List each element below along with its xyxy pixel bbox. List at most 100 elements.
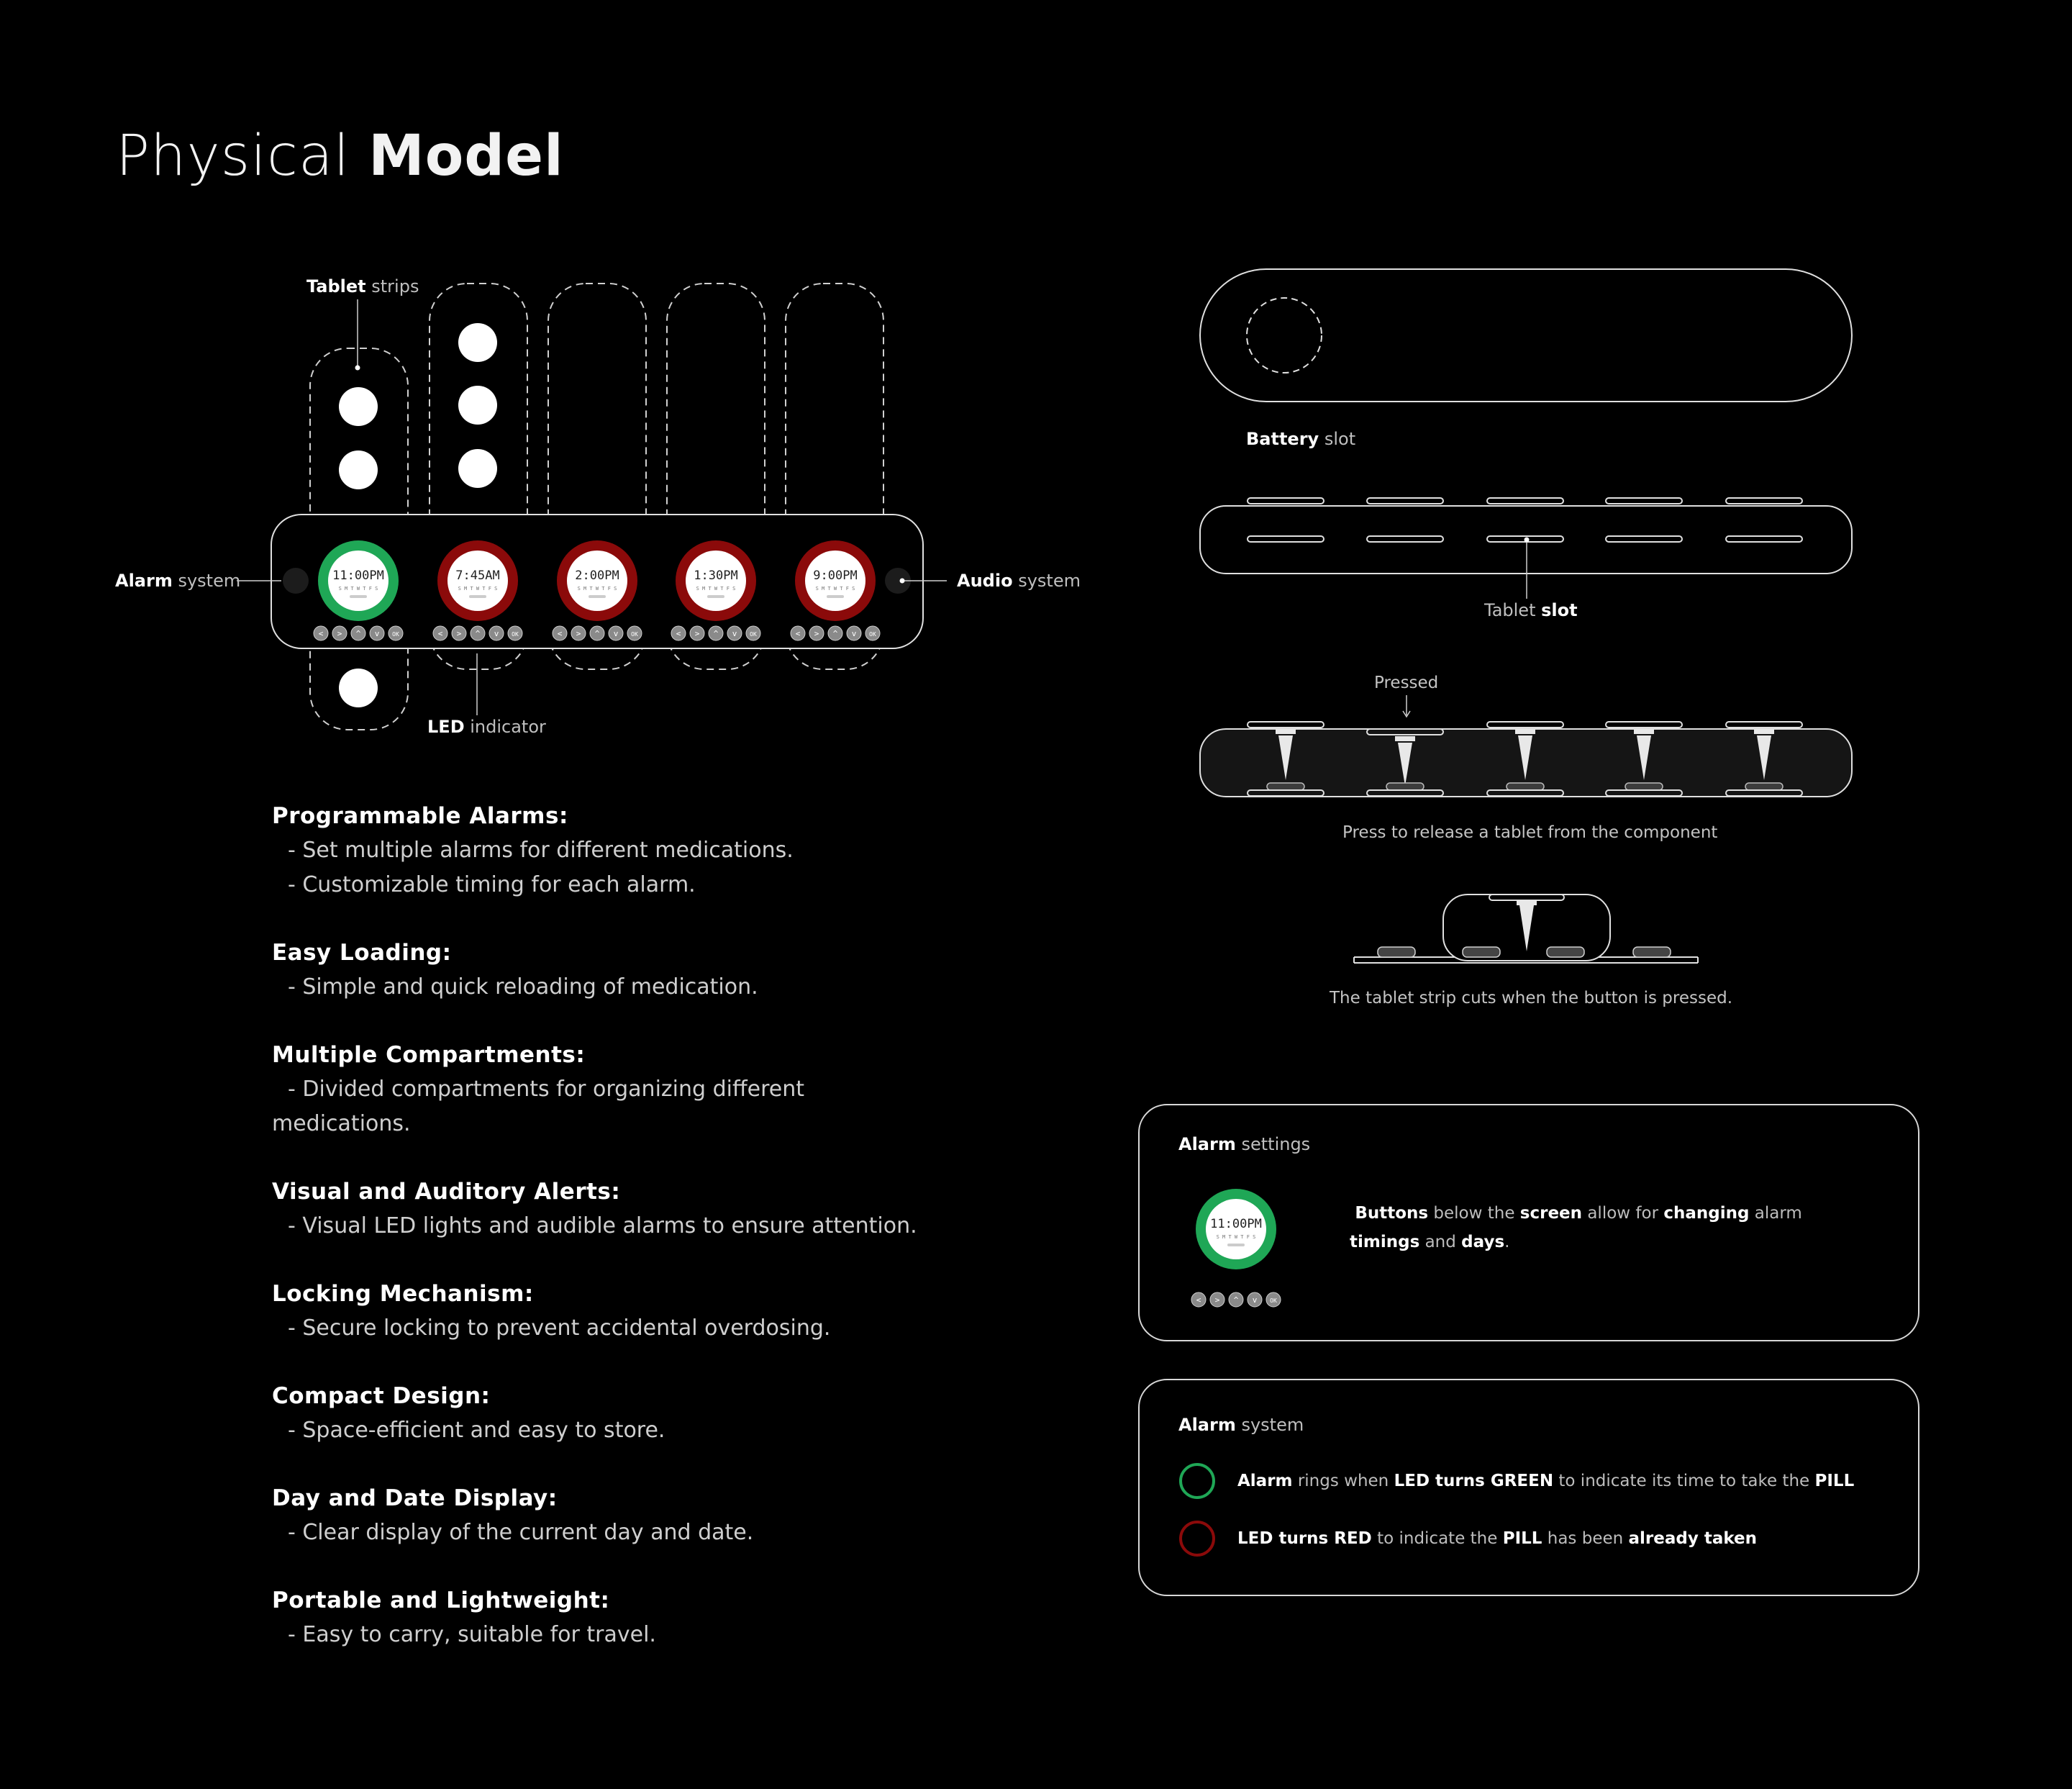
callout-lines	[237, 299, 947, 715]
tablet-strip-4	[666, 283, 765, 670]
clock-button[interactable]	[727, 625, 742, 641]
clock-button[interactable]	[432, 625, 448, 641]
clock-button[interactable]	[332, 625, 347, 641]
battery-slot-label: Battery slot	[1246, 429, 1356, 449]
clock-button[interactable]	[350, 625, 366, 641]
red-led-description: LED turns RED to indicate the PILL has b…	[1237, 1529, 1758, 1548]
feature-item: Day and Date Display:- Clear display of …	[272, 1481, 963, 1550]
clock-button-label: ^	[833, 629, 838, 638]
clock-button[interactable]	[1191, 1292, 1207, 1308]
clock-face	[805, 551, 865, 611]
clock-button[interactable]	[1228, 1292, 1244, 1308]
clock-button-label: OK	[1270, 1297, 1277, 1304]
tablet-slot-housing	[1199, 505, 1853, 574]
clock-button-label: >	[695, 629, 700, 638]
feature-description: - Divided compartments for organizing di…	[288, 1077, 804, 1102]
slot-top	[1366, 497, 1444, 504]
clock-time: 1:30PM	[694, 569, 737, 583]
feature-description: medications.	[272, 1111, 411, 1136]
clock-button[interactable]	[846, 625, 862, 641]
clock-button-label: >	[457, 629, 462, 638]
clock-button[interactable]	[827, 625, 843, 641]
clock-button-label: ^	[1234, 1295, 1239, 1305]
clock-days: S M T W T F S	[696, 586, 736, 592]
feature-heading: Compact Design:	[272, 1383, 491, 1409]
slot-top	[1247, 497, 1324, 504]
feature-description: - Space-efficient and easy to store.	[288, 1418, 665, 1443]
green-led-description: Alarm rings when LED turns GREEN to indi…	[1237, 1472, 1855, 1490]
clock-button[interactable]	[388, 625, 404, 641]
clock-button[interactable]	[470, 625, 486, 641]
clock-button[interactable]	[745, 625, 761, 641]
clock-button-label: v	[614, 629, 619, 638]
feature-description: - Simple and quick reloading of medicati…	[288, 974, 758, 1000]
alarm-settings-title: Alarm settings	[1178, 1134, 1311, 1154]
audio-system-label: Audio system	[957, 571, 1081, 591]
battery-housing	[1199, 268, 1853, 402]
clock-time: 11:00PM	[1210, 1217, 1262, 1231]
clock-button[interactable]	[1266, 1292, 1281, 1308]
slot-top	[1605, 497, 1683, 504]
clock-button[interactable]	[1247, 1292, 1263, 1308]
clock-button[interactable]	[790, 625, 806, 641]
led-indicator-label: LED indicator	[427, 717, 546, 737]
tablet	[339, 387, 378, 426]
clock-days: S M T W T F S	[1217, 1234, 1256, 1240]
tablet	[458, 386, 497, 425]
clock-button[interactable]	[865, 625, 881, 641]
press-mechanism	[1725, 721, 1803, 797]
clock-button-label: v	[375, 629, 380, 638]
clock-time: 9:00PM	[813, 569, 857, 583]
tablet	[458, 449, 497, 488]
clock-button[interactable]	[608, 625, 624, 641]
clock-button-label: <	[319, 629, 324, 638]
clock-button-label: <	[1196, 1295, 1201, 1305]
clock-days: S M T W T F S	[578, 586, 617, 592]
clock-button[interactable]	[589, 625, 605, 641]
clock-button[interactable]	[369, 625, 385, 641]
clock-button[interactable]	[571, 625, 586, 641]
clock-button[interactable]	[708, 625, 724, 641]
feature-item: Programmable Alarms: - Set multiple alarm…	[272, 799, 963, 902]
feature-list: Programmable Alarms: - Set multiple alarm…	[272, 799, 963, 1685]
battery-slot	[1246, 297, 1322, 373]
clock-days: S M T W T F S	[339, 586, 378, 592]
clock-button-label: v	[494, 629, 499, 638]
clock-button[interactable]	[451, 625, 467, 641]
feature-description: - Visual LED lights and audible alarms t…	[288, 1213, 917, 1238]
clock-button[interactable]	[627, 625, 642, 641]
alarm-system-label: Alarm system	[115, 571, 241, 591]
slot	[1247, 535, 1324, 543]
clock-button[interactable]	[313, 625, 329, 641]
feature-item: Compact Design: - Space-efficient and eas…	[272, 1379, 963, 1448]
press-mechanism	[1247, 721, 1324, 797]
clock-time: 2:00PM	[575, 569, 619, 583]
clock-button[interactable]	[689, 625, 705, 641]
clock-face	[328, 551, 388, 611]
feature-heading: Programmable Alarms:	[272, 803, 568, 829]
clock-button[interactable]	[671, 625, 686, 641]
press-mechanism	[1486, 721, 1564, 797]
red-led-icon	[1179, 1521, 1215, 1557]
feature-heading: Locking Mechanism:	[272, 1281, 534, 1307]
feature-heading: Portable and Lightweight:	[272, 1588, 610, 1613]
clock-button[interactable]	[809, 625, 824, 641]
clock-time: 7:45AM	[455, 569, 499, 583]
feature-heading: Multiple Compartments:	[272, 1042, 586, 1068]
feature-description: - Easy to carry, suitable for travel.	[288, 1622, 656, 1647]
clock-button[interactable]	[507, 625, 523, 641]
feature-description: - Secure locking to prevent accidental o…	[288, 1315, 831, 1341]
clock-button-label: >	[814, 629, 819, 638]
press-mechanism	[1605, 721, 1683, 797]
page-title: Physical Model	[116, 124, 564, 189]
clock-button[interactable]	[489, 625, 504, 641]
clock-button[interactable]	[1209, 1292, 1225, 1308]
clock-button[interactable]	[552, 625, 568, 641]
feature-description: - Set multiple alarms for different medi…	[288, 838, 794, 863]
slot	[1605, 535, 1683, 543]
